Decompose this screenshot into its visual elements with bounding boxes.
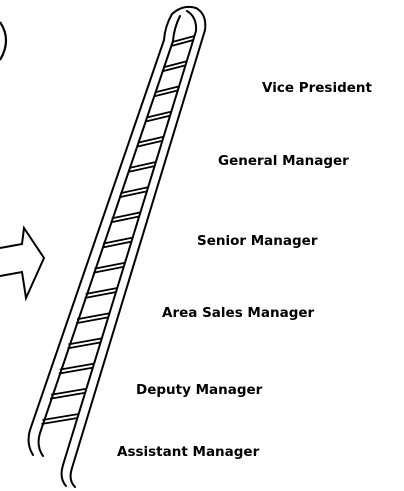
ladder-rung [127, 161, 157, 173]
level-label-senior-manager: Senior Manager [197, 233, 318, 249]
ladder-top-cap [171, 5, 197, 15]
ladder-rung [49, 387, 87, 400]
ladder-rung [41, 413, 79, 425]
ladder-rung [84, 287, 118, 299]
decorative-arc [0, 21, 8, 61]
arrow-right-icon [0, 225, 46, 302]
ladder-rung [153, 85, 180, 98]
ladder-right-rail-inner [60, 10, 198, 487]
level-label-assistant-manager: Assistant Manager [117, 444, 260, 460]
ladder-right-rail-outer [69, 7, 207, 488]
ladder-rung [75, 312, 110, 325]
ladder-rung [93, 261, 126, 274]
ladder-rungs [41, 35, 195, 425]
level-label-deputy-manager: Deputy Manager [136, 382, 263, 398]
ladder-rung [110, 211, 141, 224]
ladder-icon [27, 5, 207, 488]
ladder-rung [171, 35, 195, 47]
ladder-rung [58, 362, 95, 375]
ladder-rung [145, 110, 172, 123]
level-label-vice-president: Vice President [262, 80, 372, 96]
ladder-rung [162, 60, 187, 73]
ladder-rung [136, 135, 164, 148]
level-label-area-sales-manager: Area Sales Manager [162, 305, 315, 321]
ladder-left-rail-inner [37, 15, 181, 457]
level-label-general-manager: General Manager [218, 153, 349, 169]
ladder-rung [101, 236, 133, 249]
ladder-rung [119, 186, 149, 199]
ladder-rung [67, 337, 102, 350]
ladder-left-rail-outer [27, 13, 173, 456]
